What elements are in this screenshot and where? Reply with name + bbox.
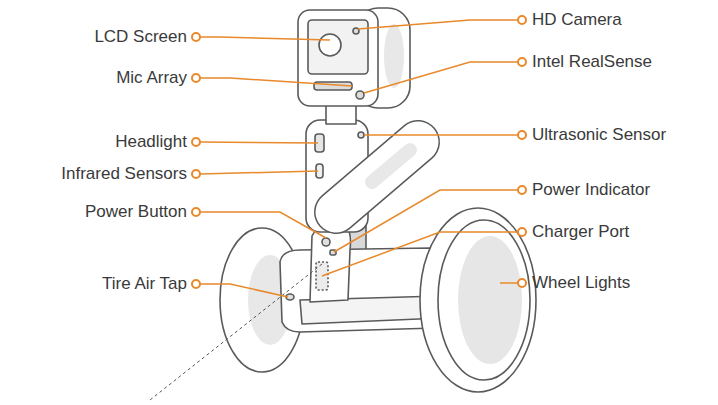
part-label: Power Button: [85, 202, 187, 222]
right-wheel: [420, 208, 536, 392]
leader-line: [358, 20, 518, 29]
part-label: Infrared Sensors: [61, 164, 187, 184]
arm-highlight: [372, 150, 410, 182]
robot-body: [220, 8, 536, 392]
leader-dot: [518, 131, 526, 139]
leader-dot: [518, 228, 526, 236]
leader-line: [364, 134, 518, 136]
part-label: Wheel Lights: [532, 273, 630, 293]
part-label: Headlight: [115, 132, 187, 152]
leader-dot: [518, 58, 526, 66]
head-side-panel: [384, 24, 404, 88]
ultrasonic-sensor: [358, 132, 364, 138]
leader-dot: [518, 186, 526, 194]
neck: [326, 104, 356, 124]
part-label: Charger Port: [532, 222, 629, 242]
leader-line: [334, 190, 518, 252]
leader-line: [322, 232, 518, 276]
intel-realsense: [356, 91, 364, 99]
leader-line: [200, 212, 326, 238]
arm-outline: [336, 142, 418, 212]
lcd-screen: [308, 20, 368, 74]
leader-line: [200, 171, 318, 174]
leader-line: [200, 142, 318, 143]
leader-line: [200, 284, 288, 297]
leader-dot: [192, 280, 200, 288]
part-label: Mic Array: [116, 68, 187, 88]
part-label: HD Camera: [532, 10, 622, 30]
part-label: Ultrasonic Sensor: [532, 125, 666, 145]
part-label: LCD Screen: [94, 27, 187, 47]
leader-dot: [192, 170, 200, 178]
leader-dot: [192, 208, 200, 216]
leader-line: [500, 282, 518, 284]
left-wheel: [220, 228, 304, 372]
part-label: Intel RealSense: [532, 52, 652, 72]
leader-dot: [192, 74, 200, 82]
base-column: [310, 226, 351, 302]
leader-dots: [192, 16, 526, 288]
leader-lines: [200, 20, 518, 297]
leader-line: [364, 62, 518, 93]
camera-lens: [319, 34, 341, 56]
power-button: [322, 238, 330, 246]
head-front: [298, 10, 378, 106]
part-label: Tire Air Tap: [102, 274, 187, 294]
leader-dot: [192, 138, 200, 146]
arm-fill: [336, 142, 418, 212]
leader-dot: [518, 279, 526, 287]
part-label: Power Indicator: [532, 180, 650, 200]
wheel-light: [458, 236, 522, 364]
leader-dot: [192, 33, 200, 41]
leader-line: [200, 78, 352, 86]
leader-dot: [518, 16, 526, 24]
leader-line: [200, 37, 330, 40]
right-wheel-rim: [438, 220, 530, 380]
